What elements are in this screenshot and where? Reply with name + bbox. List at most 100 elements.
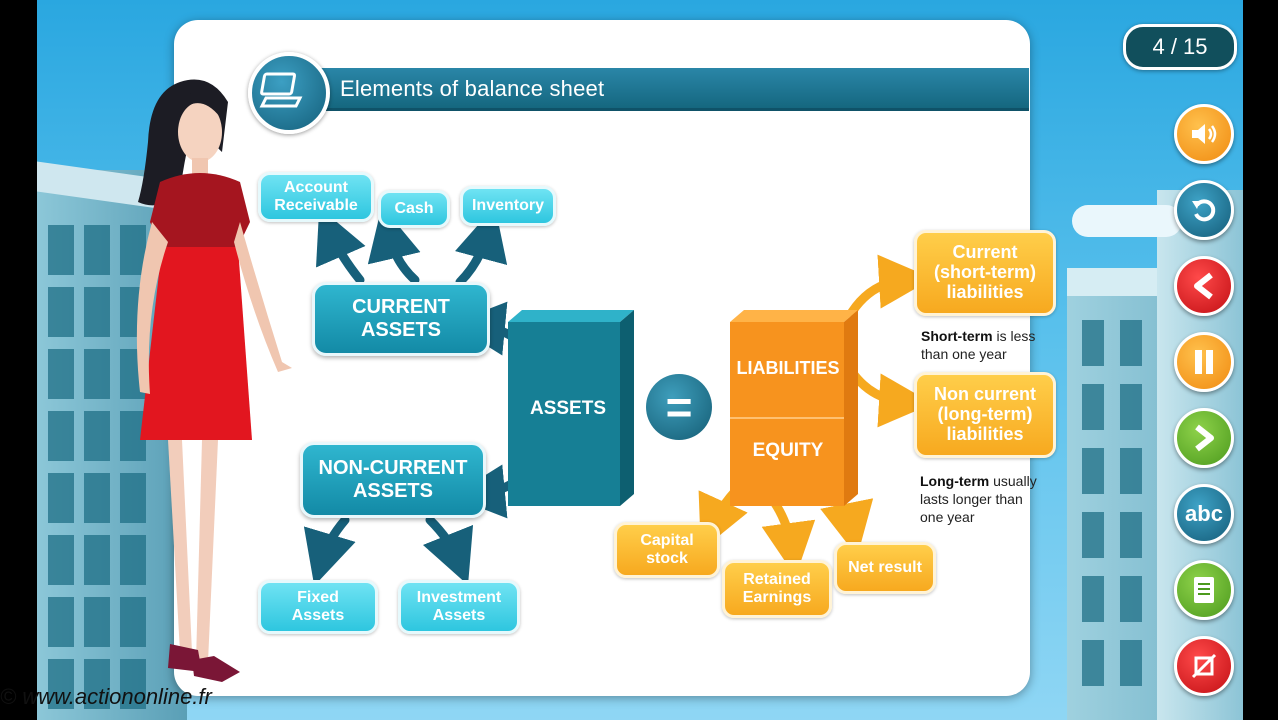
current-liabilities-line1: Current — [952, 242, 1018, 263]
inventory-box: Inventory — [460, 186, 556, 226]
notes-button[interactable] — [1174, 560, 1234, 620]
next-icon — [1195, 424, 1214, 452]
exit-icon — [1191, 653, 1217, 679]
retained-earnings-line2: Earnings — [742, 589, 812, 606]
building-window — [1120, 512, 1142, 558]
liabilities-equity-cube — [730, 310, 858, 506]
building-window — [48, 287, 74, 337]
presenter-character — [136, 79, 292, 682]
account-label-line2: Receivable — [274, 197, 358, 214]
watermark: © www.actiononline.fr — [0, 684, 212, 709]
building-window — [1120, 640, 1142, 686]
long-term-text2: lasts longer than — [920, 491, 1023, 508]
fixed-assets-line2: Assets — [291, 607, 345, 624]
building-window — [48, 225, 74, 275]
replay-button[interactable] — [1174, 180, 1234, 240]
page-title: Elements of balance sheet — [340, 76, 605, 101]
title-bar — [283, 68, 1029, 111]
building-window — [1120, 576, 1142, 622]
sound-button[interactable] — [1174, 104, 1234, 164]
long-term-text3: one year — [920, 509, 975, 526]
building-window — [1120, 384, 1142, 430]
building-window — [48, 597, 74, 647]
building-window — [84, 535, 110, 585]
assets-label: ASSETS — [529, 398, 607, 419]
capital-stock-line2: stock — [646, 550, 688, 567]
building-window — [1082, 448, 1104, 494]
non-current-liabilities-line1: Non current — [933, 384, 1036, 405]
building-window — [1082, 384, 1104, 430]
building-window — [120, 659, 146, 709]
building-window — [1082, 640, 1104, 686]
pause-icon — [1195, 350, 1213, 374]
equity-label: EQUITY — [752, 440, 824, 461]
building-window — [84, 597, 110, 647]
assets-cube — [508, 310, 634, 506]
building-window — [48, 535, 74, 585]
current-assets-line1: CURRENT — [352, 296, 450, 318]
non-current-assets-line2: ASSETS — [352, 480, 433, 502]
long-term-bold: Long-term — [920, 473, 990, 489]
capital-stock-line1: Capital — [640, 532, 694, 550]
current-liabilities-box: Current(short-term)liabilities — [914, 230, 1056, 316]
short-term-note: Short-term is less than one year — [921, 327, 1035, 363]
building-window — [84, 659, 110, 709]
building-window — [48, 659, 74, 709]
building-window — [120, 473, 146, 523]
replay-icon — [1192, 199, 1216, 222]
current-assets-line2: ASSETS — [360, 319, 442, 341]
glossary-icon: abc — [1185, 501, 1223, 526]
building-window — [120, 535, 146, 585]
short-term-bold: Short-term — [921, 328, 993, 344]
building-window — [120, 225, 146, 275]
pause-button[interactable] — [1174, 332, 1234, 392]
building-window — [1082, 576, 1104, 622]
building-window — [48, 473, 74, 523]
non-current-liabilities-box: Non current(long-term)liabilities — [914, 372, 1056, 458]
building-window — [48, 349, 74, 399]
speaker-icon — [1192, 124, 1217, 144]
long-term-note: Long-term usually lasts longer than one … — [920, 472, 1037, 527]
building-window — [48, 411, 74, 461]
short-term-text2: than one year — [921, 346, 1007, 363]
slide-counter: 4 / 15 — [1123, 24, 1237, 70]
current-liabilities-line2: (short-term) — [934, 262, 1036, 283]
notes-icon — [1194, 577, 1214, 603]
building-window — [1120, 448, 1142, 494]
building-window — [84, 411, 110, 461]
building-window — [1082, 320, 1104, 366]
previous-icon — [1194, 272, 1213, 300]
long-term-text1: usually — [989, 473, 1037, 489]
previous-button[interactable] — [1174, 256, 1234, 316]
building-window — [84, 473, 110, 523]
building-window — [84, 349, 110, 399]
cash-box: Cash — [378, 190, 450, 228]
building-window — [120, 597, 146, 647]
building-window — [84, 287, 110, 337]
equals-sign: = — [646, 374, 712, 440]
non-current-assets-line1: NON-CURRENT — [318, 457, 468, 479]
non-current-liabilities-line2: (long-term) — [937, 404, 1033, 425]
glossary-button[interactable]: abc — [1174, 484, 1234, 544]
next-button[interactable] — [1174, 408, 1234, 468]
cloud — [1072, 205, 1182, 237]
exit-button[interactable] — [1174, 636, 1234, 696]
building-window — [1082, 512, 1104, 558]
liabilities-label: LIABILITIES — [736, 358, 840, 378]
net-result-box: Net result — [834, 542, 936, 594]
investment-assets-line1: Investment — [416, 589, 502, 607]
current-liabilities-line3: liabilities — [946, 281, 1024, 302]
building-window — [1120, 320, 1142, 366]
non-current-liabilities-line3: liabilities — [946, 423, 1024, 444]
fixed-assets-line1: Fixed — [297, 589, 339, 607]
account-label-line1: Account — [283, 179, 348, 197]
laptop-icon — [248, 52, 330, 134]
short-term-text1: is less — [992, 328, 1036, 344]
retained-earnings-line1: Retained — [743, 571, 811, 589]
